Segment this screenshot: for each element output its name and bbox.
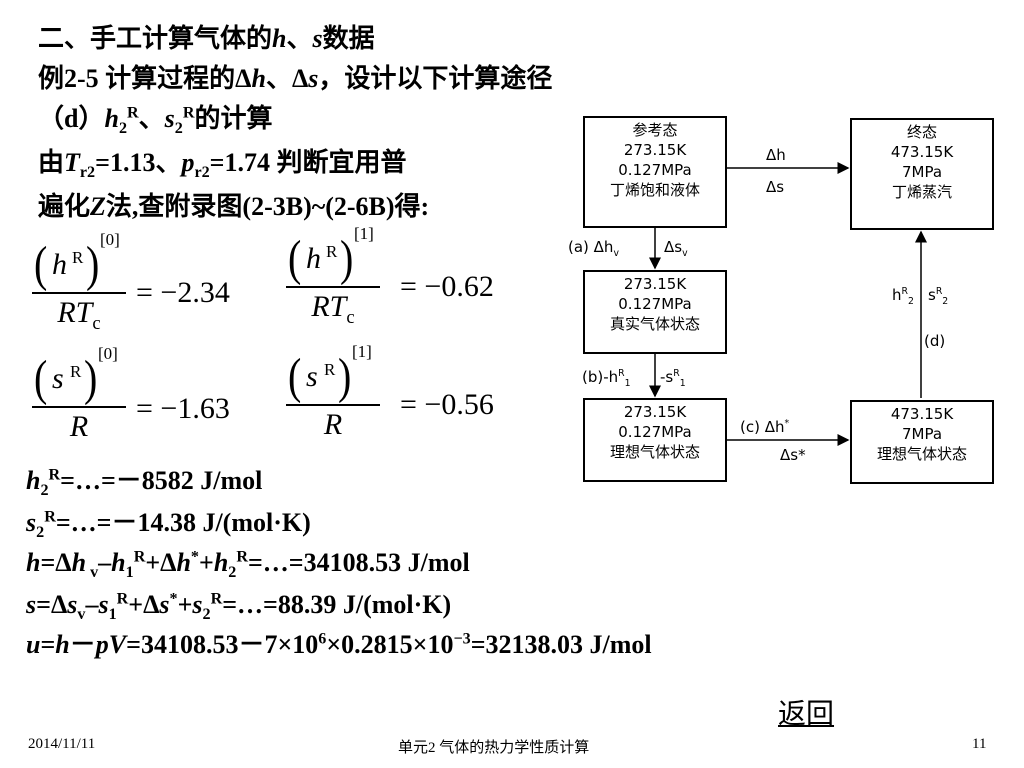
footer-date: 2014/11/11 xyxy=(28,736,96,752)
label-top-upper: Δh xyxy=(766,146,786,164)
box-ideal-gas-state-1: 273.15K 0.127MPa 理想气体状态 xyxy=(583,398,727,482)
label-arrow-b-s: -sR1 xyxy=(660,368,686,389)
result-s: s=Δsv–s1R+Δs*+s2R=…=88.39 J/(mol·K) xyxy=(26,590,452,624)
label-arrow-c-lower: Δs* xyxy=(780,446,806,464)
method-line: 遍化Z法,查附录图(2-3B)~(2-6B)得: xyxy=(38,192,430,221)
label-arrow-c-upper: (c) Δh* xyxy=(740,418,790,436)
result-h2R: h2R=…=－8582 J/mol xyxy=(26,466,263,500)
label-arrow-d-s: sR2 xyxy=(928,286,949,307)
label-arrow-a: (a) Δhv xyxy=(568,238,619,259)
footer-title: 单元2 气体的热力学性质计算 xyxy=(398,740,590,756)
step-d-title: （d）h2R、s2R的计算 xyxy=(38,104,273,138)
slide-heading: 二、手工计算气体的h、s数据 xyxy=(38,24,375,53)
value-h1: = −0.62 xyxy=(400,270,494,303)
box-real-gas-state: 273.15K 0.127MPa 真实气体状态 xyxy=(583,270,727,354)
value-s1: = −0.56 xyxy=(400,388,494,421)
box-ideal-gas-state-2: 473.15K 7MPa 理想气体状态 xyxy=(850,400,994,484)
label-top-lower: Δs xyxy=(766,178,785,196)
back-link[interactable]: 返回 xyxy=(778,697,835,730)
result-h: h=Δh v–h1R+Δh*+h2R=…=34108.53 J/mol xyxy=(26,548,470,582)
label-arrow-b: (b)-hR1 xyxy=(582,368,631,389)
example-title: 例2-5 计算过程的Δh、Δs，设计以下计算途径 xyxy=(38,64,553,93)
result-s2R: s2R=…=－14.38 J/(mol·K) xyxy=(26,508,311,542)
value-s0: = −1.63 xyxy=(136,392,230,425)
label-arrow-a-s: Δsv xyxy=(664,238,688,259)
value-h0: = −2.34 xyxy=(136,276,230,309)
label-arrow-d-tag: (d) xyxy=(924,332,946,350)
footer-page-number: 11 xyxy=(972,736,987,752)
judgement-line: 由Tr2=1.13、pr2=1.74 判断宜用普 xyxy=(38,148,407,182)
result-u: u=h－pV=34108.53－7×106×0.2815×10−3=32138.… xyxy=(26,630,652,659)
label-arrow-d-h: hR2 xyxy=(892,286,914,307)
box-final-state: 终态 473.15K 7MPa 丁烯蒸汽 xyxy=(850,118,994,230)
box-reference-state: 参考态 273.15K 0.127MPa 丁烯饱和液体 xyxy=(583,116,727,228)
